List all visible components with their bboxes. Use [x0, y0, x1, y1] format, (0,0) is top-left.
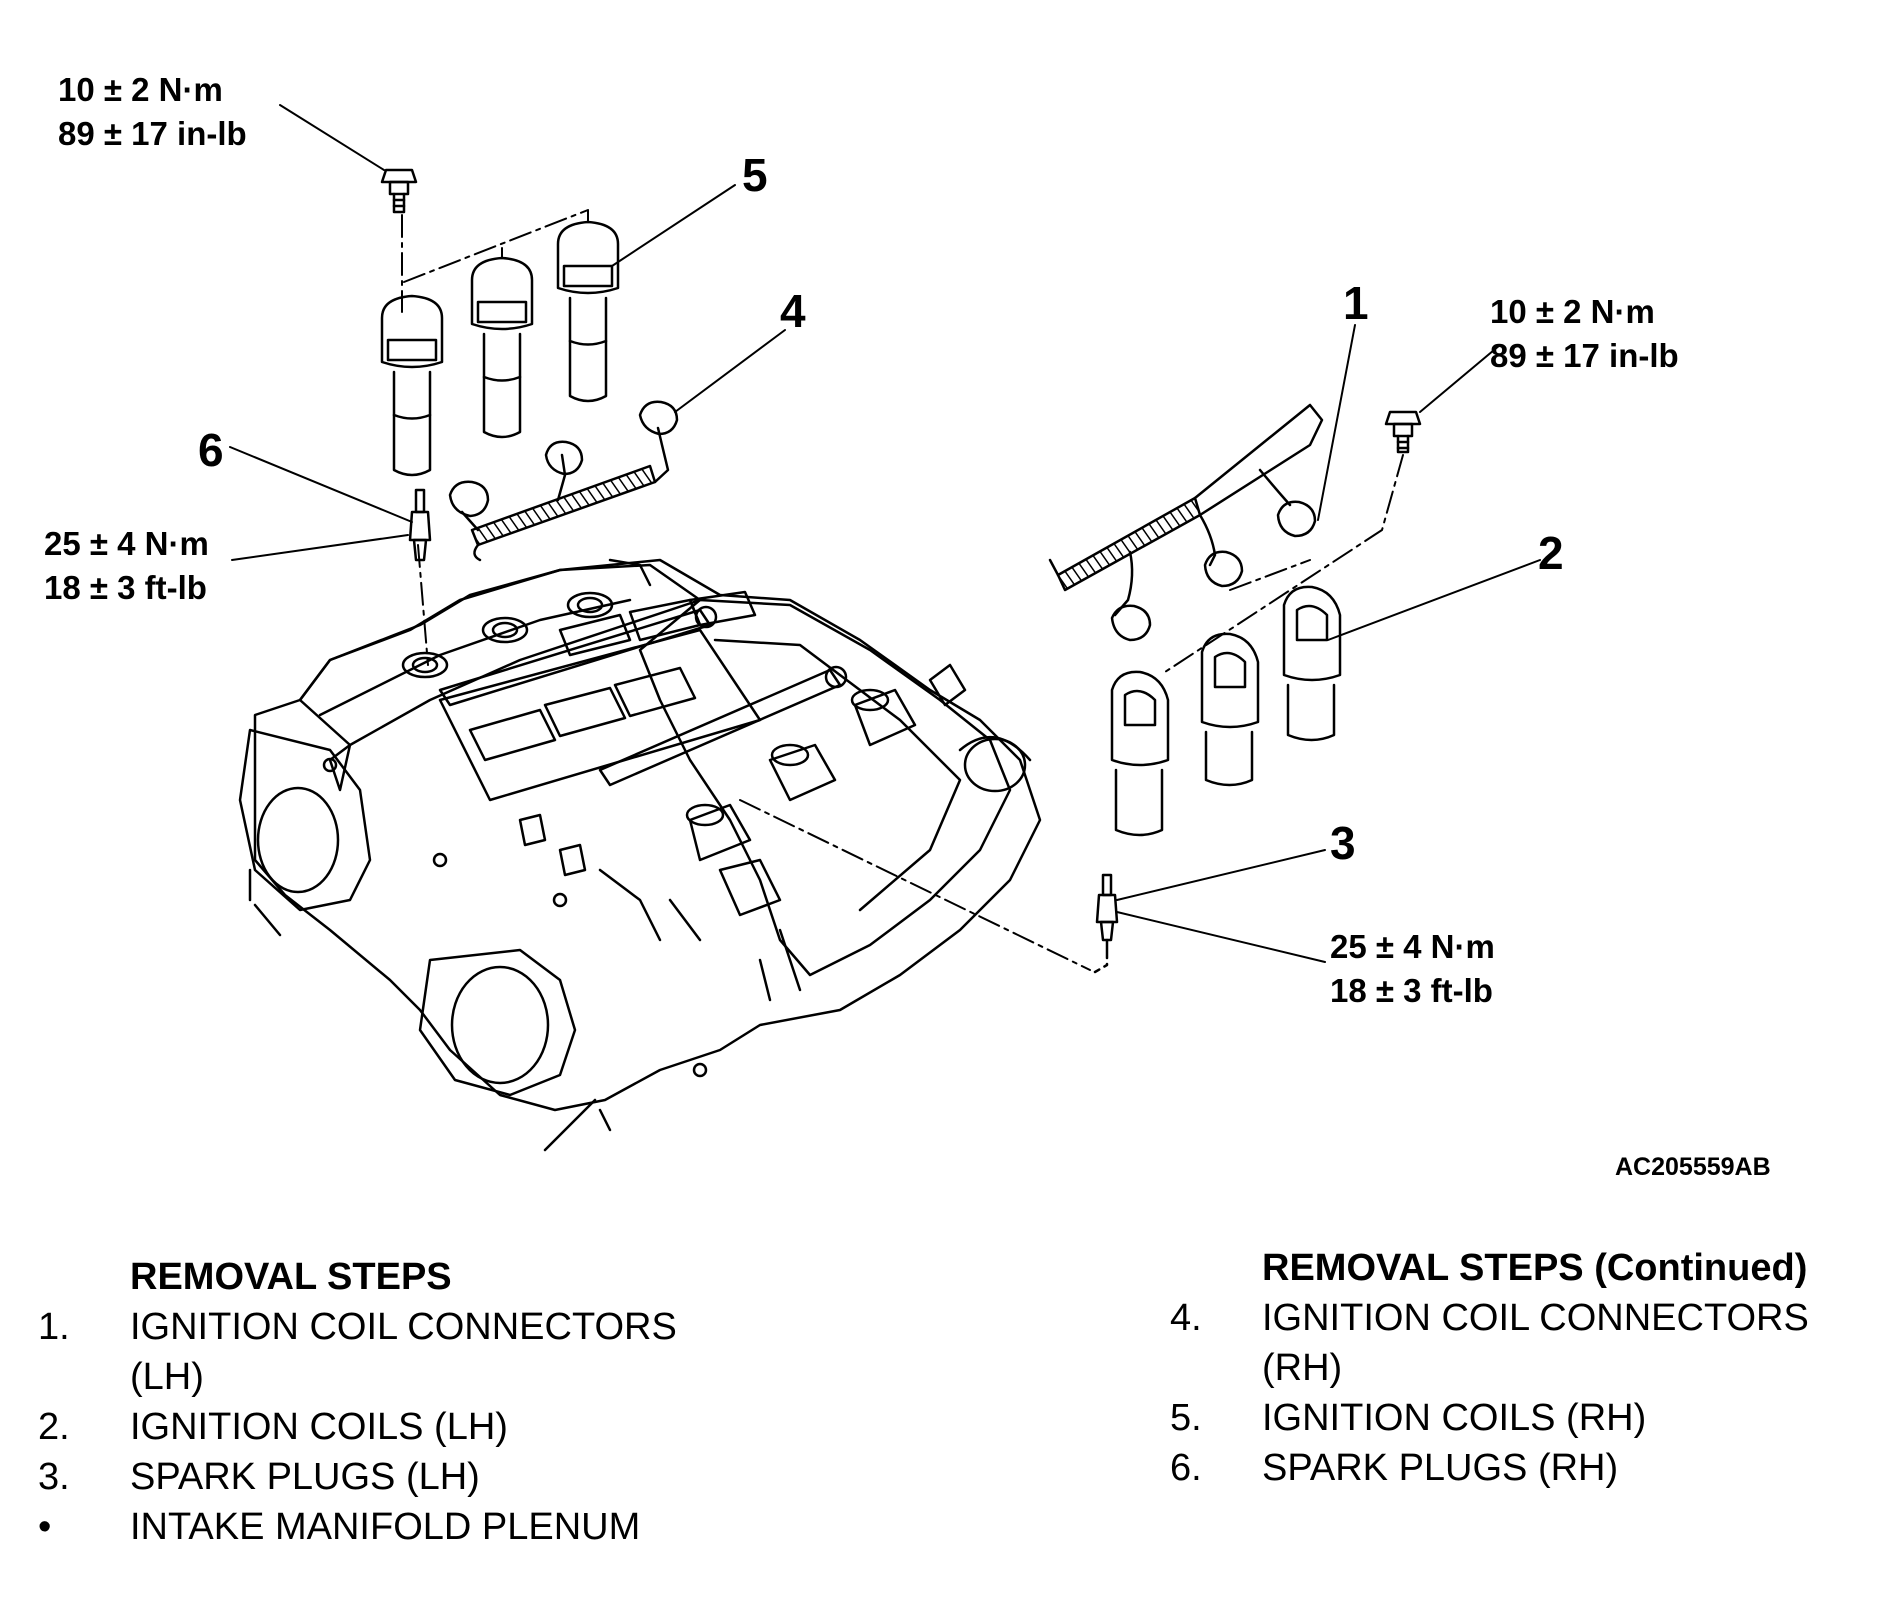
step-text: INTAKE MANIFOLD PLENUM — [130, 1506, 641, 1548]
step-number: 4. — [1170, 1297, 1202, 1339]
step-row: 5. IGNITION COILS (RH) — [1170, 1393, 1809, 1443]
step-text: SPARK PLUGS (RH) — [1262, 1447, 1619, 1489]
lh-ignition-coils — [1110, 585, 1342, 837]
callout-5: 5 — [742, 149, 768, 201]
callout-1: 1 — [1343, 277, 1369, 329]
step-row: 1. IGNITION COIL CONNECTORS (LH) — [38, 1302, 677, 1402]
step-number: 6. — [1170, 1447, 1202, 1489]
callout-4: 4 — [780, 285, 806, 337]
engine-diagram — [229, 104, 1541, 1152]
figure-id: AC205559AB — [1615, 1153, 1771, 1181]
rh-harness — [448, 400, 679, 562]
step-text: IGNITION COIL CONNECTORS — [130, 1306, 677, 1348]
step-number: 1. — [38, 1306, 70, 1348]
torque-label-left-spark-plug: 25 ± 4 N·m 18 ± 3 ft-lb — [44, 522, 209, 610]
torque-metric: 10 ± 2 N·m — [1490, 293, 1655, 330]
torque-metric: 25 ± 4 N·m — [44, 525, 209, 562]
step-text: (RH) — [1262, 1347, 1343, 1389]
leader-lines — [229, 104, 1541, 963]
callout-6: 6 — [198, 424, 224, 476]
step-row: 3. SPARK PLUGS (LH) — [38, 1452, 677, 1502]
lh-harness — [1048, 403, 1324, 642]
torque-label-right-spark-plug: 25 ± 4 N·m 18 ± 3 ft-lb — [1330, 925, 1495, 1013]
coil-bolt-left — [380, 168, 418, 214]
step-text: IGNITION COILS (LH) — [130, 1406, 508, 1448]
removal-steps-left: REMOVAL STEPS 1. IGNITION COIL CONNECTOR… — [38, 1252, 677, 1552]
callout-2: 2 — [1538, 527, 1564, 579]
step-number: 3. — [38, 1456, 70, 1498]
step-row: • INTAKE MANIFOLD PLENUM — [38, 1502, 677, 1552]
step-text: IGNITION COIL CONNECTORS — [1262, 1297, 1809, 1339]
torque-imperial: 89 ± 17 in-lb — [58, 115, 247, 152]
step-row: 6. SPARK PLUGS (RH) — [1170, 1443, 1809, 1493]
step-number: 5. — [1170, 1397, 1202, 1439]
step-bullet: • — [38, 1506, 52, 1548]
rh-ignition-coils — [380, 220, 620, 477]
coil-bolt-right — [1384, 410, 1422, 454]
step-text: (LH) — [130, 1356, 204, 1398]
torque-imperial: 89 ± 17 in-lb — [1490, 337, 1679, 374]
torque-metric: 25 ± 4 N·m — [1330, 928, 1495, 965]
torque-imperial: 18 ± 3 ft-lb — [44, 569, 207, 606]
torque-label-top-left-bolt: 10 ± 2 N·m 89 ± 17 in-lb — [58, 68, 247, 156]
callout-3: 3 — [1330, 817, 1356, 869]
lh-spark-plug — [1093, 873, 1119, 974]
steps-heading: REMOVAL STEPS — [130, 1256, 452, 1298]
step-number: 2. — [38, 1406, 70, 1448]
removal-steps-right: REMOVAL STEPS (Continued) 4. IGNITION CO… — [1170, 1243, 1809, 1493]
rh-spark-plug — [408, 488, 432, 562]
engine-block — [238, 558, 1042, 1152]
step-text: IGNITION COILS (RH) — [1262, 1397, 1647, 1439]
step-row: 2. IGNITION COILS (LH) — [38, 1402, 677, 1452]
steps-heading: REMOVAL STEPS (Continued) — [1262, 1247, 1808, 1289]
step-text: SPARK PLUGS (LH) — [130, 1456, 480, 1498]
torque-label-right-bolt: 10 ± 2 N·m 89 ± 17 in-lb — [1490, 290, 1679, 378]
torque-imperial: 18 ± 3 ft-lb — [1330, 972, 1493, 1009]
step-row: 4. IGNITION COIL CONNECTORS (RH) — [1170, 1293, 1809, 1393]
torque-metric: 10 ± 2 N·m — [58, 71, 223, 108]
